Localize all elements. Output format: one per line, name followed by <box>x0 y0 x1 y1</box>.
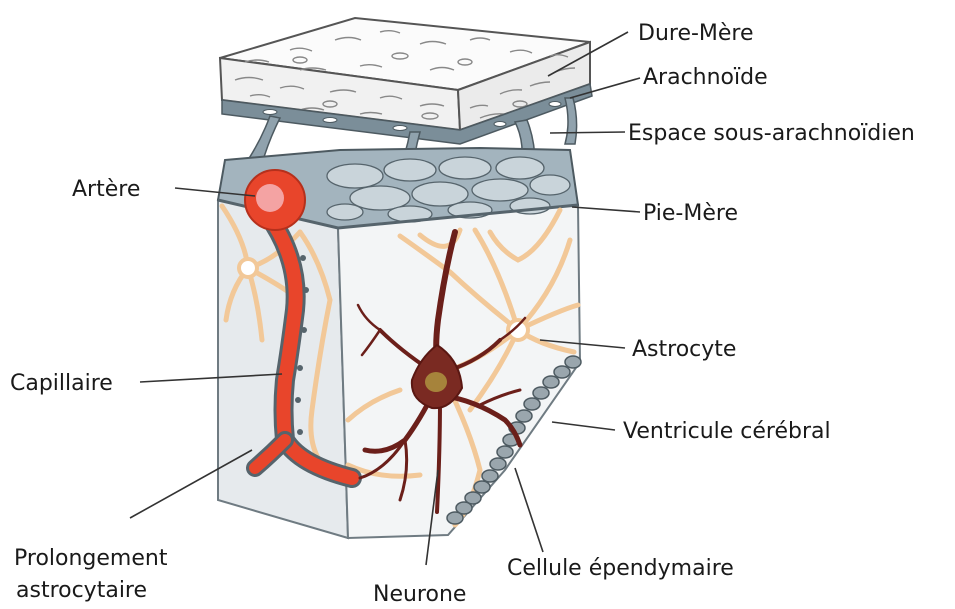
label-artere: Artère <box>72 177 140 202</box>
label-espace-sous-arachnoidien: Espace sous-arachnoïdien <box>628 121 915 146</box>
label-neurone: Neurone <box>373 582 466 607</box>
label-prolongement-line1: Prolongement <box>14 546 168 571</box>
label-arachnoide: Arachnoïde <box>643 65 768 90</box>
brain-tissue-block <box>218 200 580 538</box>
label-cellule-ependymaire: Cellule épendymaire <box>507 556 734 581</box>
label-dure-mere: Dure-Mère <box>638 21 754 46</box>
label-capillaire: Capillaire <box>10 371 113 396</box>
label-astrocyte: Astrocyte <box>632 337 736 362</box>
label-pie-mere: Pie-Mère <box>643 201 738 226</box>
artery-cross-section <box>245 170 305 230</box>
label-prolongement-line2: astrocytaire <box>16 578 147 603</box>
label-ventricule-cerebral: Ventricule cérébral <box>623 419 831 444</box>
